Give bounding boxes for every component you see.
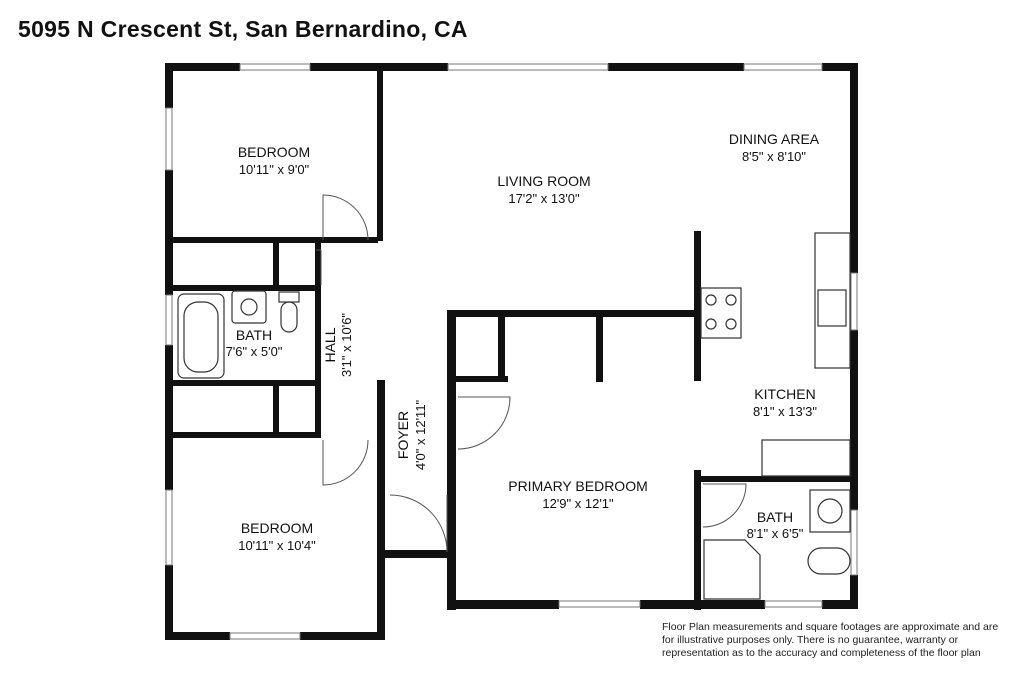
foyer-dims: 4'0" x 12'11" — [413, 399, 428, 470]
windows — [165, 63, 858, 640]
dining-area-dims: 8'5" x 8'10" — [742, 149, 806, 164]
fixtures — [177, 232, 851, 600]
bath-right-dims: 8'1" x 6'5" — [747, 526, 804, 541]
bedroom-upper-name: BEDROOM — [238, 144, 310, 160]
dining-area-name: DINING AREA — [729, 131, 820, 147]
bath-left-name: BATH — [236, 327, 272, 343]
living-room-name: LIVING ROOM — [497, 173, 590, 189]
doors — [316, 194, 747, 553]
interior-walls — [173, 71, 850, 610]
bedroom-lower-name: BEDROOM — [241, 520, 313, 536]
address-title: 5095 N Crescent St, San Bernardino, CA — [18, 16, 468, 42]
foyer-name: FOYER — [395, 411, 411, 459]
kitchen-dims: 8'1" x 13'3" — [753, 404, 817, 419]
primary-bedroom-name: PRIMARY BEDROOM — [508, 478, 648, 494]
hall-dims: 3'1" x 10'6" — [339, 313, 354, 377]
living-room-dims: 17'2" x 13'0" — [508, 191, 580, 206]
bedroom-upper-dims: 10'11" x 9'0" — [239, 162, 310, 177]
kitchen-name: KITCHEN — [754, 386, 815, 402]
bedroom-lower-dims: 10'11" x 10'4" — [238, 538, 316, 553]
hall-name: HALL — [322, 327, 338, 362]
disclaimer-text: Floor Plan measurements and square foota… — [662, 621, 999, 659]
primary-bedroom-dims: 12'9" x 12'1" — [542, 496, 614, 511]
bath-right-name: BATH — [757, 509, 793, 525]
room-labels: BEDROOM 10'11" x 9'0" LIVING ROOM 17'2" … — [226, 131, 820, 553]
exterior-walls — [165, 63, 858, 640]
bath-left-dims: 7'6" x 5'0" — [226, 344, 283, 359]
